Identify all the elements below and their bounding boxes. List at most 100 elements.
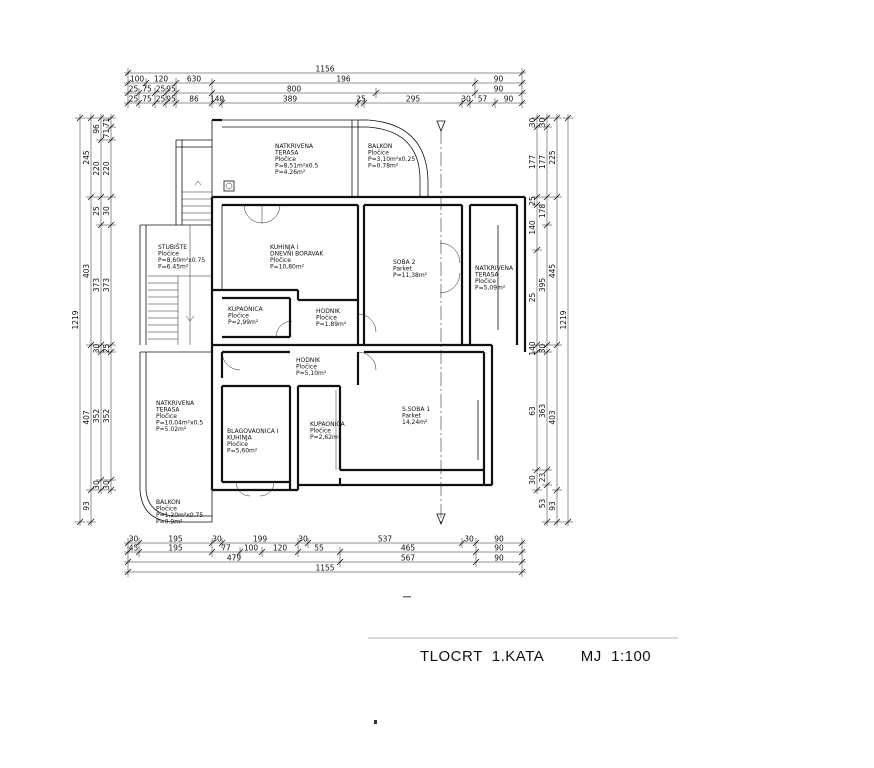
room-label-line: P=0.78m² xyxy=(368,163,399,170)
dimension-label: 363 xyxy=(538,404,547,419)
room-label-line: KUPAONICA xyxy=(228,306,264,313)
dimension-label: 30 xyxy=(528,475,537,485)
dimension-label: 403 xyxy=(548,410,557,425)
walls xyxy=(139,118,527,523)
dimension-label: 465 xyxy=(401,544,416,553)
dimension-label: 93 xyxy=(548,501,557,511)
dimension-label: 25 xyxy=(156,85,166,94)
dimension-label: 71 xyxy=(102,118,111,128)
room-label-line: BALKON xyxy=(368,143,392,150)
dimension-label: 245 xyxy=(82,150,91,165)
room-label-line: P=3,10m²x0.25 xyxy=(368,156,415,163)
room-label-line: HODNIK xyxy=(296,357,321,364)
dimension-label: 177 xyxy=(538,155,547,170)
dimension-label: 30 xyxy=(464,535,474,544)
dimension-label: 25 xyxy=(129,95,139,104)
room-label-line: S.SOBA 1 xyxy=(402,406,430,413)
scan-mark xyxy=(374,720,377,724)
dimension-label: 86 xyxy=(189,95,199,104)
room-label-line: TERASA xyxy=(474,272,499,279)
room-label-line: 14,24m² xyxy=(402,419,428,426)
dimension-label: 30 xyxy=(538,344,547,354)
room-label-line: TERASA xyxy=(155,407,180,414)
dimension-label: 25 xyxy=(528,196,537,206)
room-label-line: BLAGOVAONICA I xyxy=(227,428,279,435)
dimension-label: 45 xyxy=(129,544,139,553)
drawing-scale: MJ 1:100 xyxy=(580,648,652,665)
dimension-label: 295 xyxy=(406,95,421,104)
dimension-label: 395 xyxy=(538,278,547,293)
dimension-label: 90 xyxy=(504,95,514,104)
room-label-line: P=2,62m² xyxy=(310,434,341,441)
dimension-label: 567 xyxy=(401,554,416,563)
dimension-label: 1155 xyxy=(315,564,334,573)
room-label-line: NATKRIVENA xyxy=(475,265,514,272)
dimension-label: 1219 xyxy=(559,310,568,329)
room-label-line: P=10,04m²x0.5 xyxy=(156,420,203,427)
dimension-label: 25 xyxy=(528,293,537,303)
room-label-line: Pločice xyxy=(275,156,296,163)
dimension-label: 1219 xyxy=(71,310,80,329)
room-label-line: Pločice xyxy=(156,413,177,420)
dimension-label: 178 xyxy=(538,204,547,219)
dimension-label: 30 xyxy=(528,118,537,128)
room-label-line: P=1,20m²x0.75 xyxy=(156,512,203,519)
dimension-label: 352 xyxy=(102,409,111,424)
room-label-line: BALKON xyxy=(156,499,180,506)
room-label-line: DNEVNI BORAVAK xyxy=(270,251,324,258)
room-label-line: Pločice xyxy=(227,441,248,448)
dimension-label: 96 xyxy=(92,124,101,134)
room-label-line: Pločice xyxy=(296,364,317,371)
drawing-caption: TLOCRT 1.KATA MJ 1:100 xyxy=(420,648,651,665)
dimension-label: 140 xyxy=(528,341,537,356)
room-label-line: P=6.45m² xyxy=(158,264,189,271)
room-label-line: KUPAONICA xyxy=(310,421,346,428)
room-label-line: P=8,60m²x0.75 xyxy=(158,257,205,264)
dimension-label: 407 xyxy=(82,410,91,425)
dimension-label: 199 xyxy=(253,535,268,544)
dimension-label: 30 xyxy=(212,535,222,544)
room-label-line: Pločice xyxy=(158,251,179,258)
dimension-label: 30 xyxy=(102,206,111,216)
dimension-label: 225 xyxy=(548,150,557,165)
room-label-line: TERASA xyxy=(274,150,299,157)
dimension-label: 25 xyxy=(156,95,166,104)
dimension-label: 220 xyxy=(102,161,111,176)
dimension-label: 57 xyxy=(478,95,488,104)
dimension-label: 100 xyxy=(244,544,259,553)
room-label-line: HODNIK xyxy=(316,308,341,315)
dimension-label: 25 xyxy=(92,206,101,216)
dimension-label: 30 xyxy=(538,118,547,128)
dimension-label: 53 xyxy=(538,499,547,509)
room-label-line: KUHINJA I xyxy=(270,244,299,251)
dimension-label: 100 xyxy=(130,75,145,84)
room-label-line: P=5.02m² xyxy=(156,426,187,433)
dimension-label: 25 xyxy=(102,344,111,354)
dimension-label: 30 xyxy=(92,480,101,490)
room-label-line: P=5,10m² xyxy=(296,370,327,377)
room-label-line: Pločice xyxy=(368,150,389,157)
dimension-label: 195 xyxy=(168,544,183,553)
dimension-label: 63 xyxy=(528,406,537,416)
dimension-label: 1156 xyxy=(315,65,334,74)
dimension-label: 445 xyxy=(548,264,557,279)
dimension-label: 90 xyxy=(494,554,504,563)
dimension-label: 30 xyxy=(102,480,111,490)
dimension-label: 373 xyxy=(102,278,111,293)
room-label-line: Pločice xyxy=(228,313,249,320)
room-label-line: P=11,38m² xyxy=(393,272,428,279)
dimension-label: 389 xyxy=(283,95,298,104)
dimension-label: 373 xyxy=(92,278,101,293)
